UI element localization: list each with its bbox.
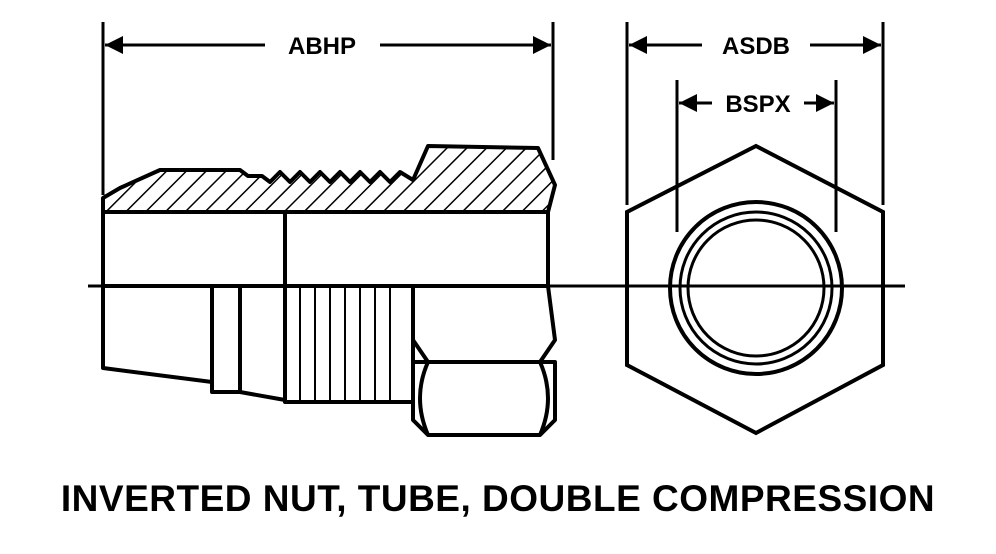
label-abhp: ABHP	[288, 33, 356, 60]
body-shoulder	[210, 284, 242, 394]
bore-band	[101, 210, 550, 288]
dimension-bspx	[675, 80, 838, 232]
hatched-section	[101, 144, 557, 214]
label-bspx: BSPX	[725, 91, 790, 118]
label-asdb: ASDB	[722, 33, 790, 60]
thread-section	[283, 284, 415, 404]
end-view	[625, 22, 885, 436]
middle-ring	[678, 210, 834, 366]
nut-flats	[411, 284, 557, 437]
hex-outline	[625, 143, 885, 436]
inner-ring	[686, 218, 826, 358]
tube-body	[101, 286, 214, 384]
outer-ring	[668, 200, 844, 376]
dimension-abhp	[101, 22, 555, 195]
figure-caption: INVERTED NUT, TUBE, DOUBLE COMPRESSION	[60, 478, 936, 519]
side-view	[101, 22, 557, 437]
dimension-asdb	[625, 22, 885, 205]
